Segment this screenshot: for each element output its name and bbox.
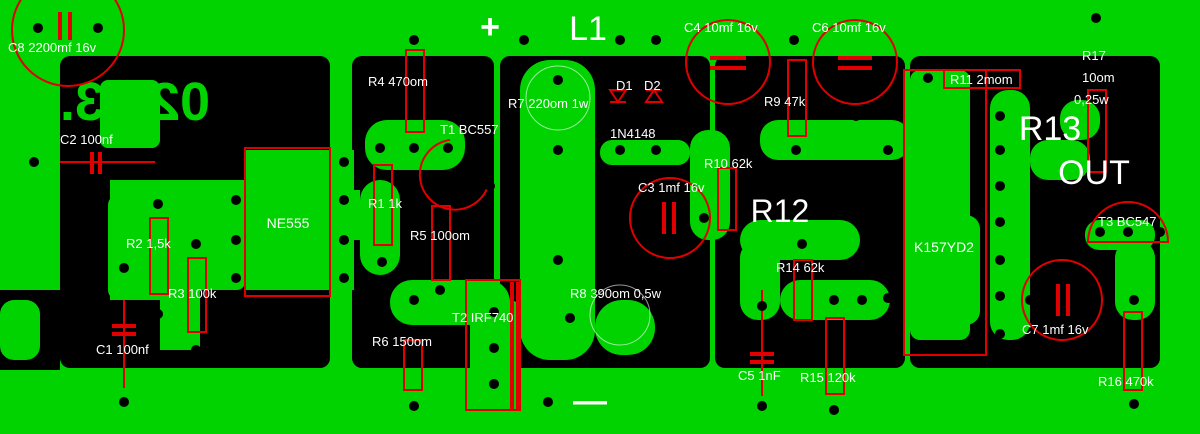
t1-outline	[418, 139, 489, 211]
r3-outline	[187, 257, 207, 333]
r2-outline	[149, 217, 169, 295]
date-mirrored: 02.03.14	[0, 72, 210, 132]
component-label-c1: C1 100nf	[96, 342, 149, 357]
component-label-r17c: 0,25w	[1074, 92, 1109, 107]
component-label-c6: C6 10mf 16v	[812, 20, 886, 35]
r10-outline	[717, 167, 737, 231]
r9-outline	[787, 59, 807, 137]
component-label-c8: C8 2200mf 16v	[8, 40, 97, 55]
component-label-r15: R15 120k	[800, 370, 856, 385]
component-outlines	[11, 0, 1170, 411]
r11-outline	[943, 69, 1021, 89]
component-label-r10: R10 62k	[704, 156, 753, 171]
minus-sign: —	[573, 382, 607, 420]
component-label-r6: R6 150om	[372, 334, 432, 349]
component-label-c3: C3 1mf 16v	[638, 180, 705, 195]
label-r13: R13	[1019, 110, 1081, 148]
t3-outline	[1086, 201, 1170, 243]
component-label-d2: D2	[644, 78, 661, 93]
component-label-c7: C7 1mf 16v	[1022, 322, 1089, 337]
label-r12: R12	[751, 193, 810, 229]
r15-outline	[825, 317, 845, 395]
r14-outline	[793, 259, 813, 321]
label-l1: L1	[569, 10, 607, 48]
component-label-r7: R7 220om 1w	[508, 96, 589, 111]
r4-outline	[405, 49, 425, 133]
d2-outline	[644, 88, 664, 103]
plus-sign: +	[480, 8, 500, 46]
component-label-r1: R1 1k	[368, 196, 402, 211]
r1-outline	[373, 164, 393, 246]
component-label-r14: R14 62k	[776, 260, 825, 275]
component-label-t1: T1 BC557	[440, 122, 499, 137]
component-label-r17b: 10om	[1082, 70, 1115, 85]
component-label-r16: R16 470k	[1098, 374, 1154, 389]
c4-outline	[685, 19, 771, 105]
ne555-outline	[244, 147, 331, 297]
component-label-ne555: NE555	[267, 215, 310, 231]
component-label-r2: R2 1,5k	[126, 236, 171, 251]
component-label-r11: R11 2mom	[950, 72, 1013, 87]
component-label-r17a: R17	[1082, 48, 1106, 63]
component-label-d1: D1	[616, 78, 633, 93]
d1-outline	[608, 89, 628, 104]
c6-outline	[812, 19, 898, 105]
component-label-c2: C2 100nf	[60, 132, 113, 147]
r6-outline	[403, 339, 423, 391]
capacitor-plates	[58, 12, 1070, 410]
component-label-c5: C5 1nF	[738, 368, 781, 383]
c7-outline	[1021, 259, 1103, 341]
r17-outline	[1087, 89, 1107, 173]
component-labels: C8 2200mf 16v C2 100nf R2 1,5k R3 100k C1 10…	[8, 20, 1157, 389]
c3-outline	[629, 177, 711, 259]
component-label-c4: C4 10mf 16v	[684, 20, 758, 35]
component-label-t2: T2 IRF740	[452, 310, 513, 325]
silk-circles	[525, 65, 651, 346]
r16-outline	[1123, 311, 1143, 391]
component-label-t3: T3 BC547	[1098, 214, 1157, 229]
component-label-r9: R9 47k	[764, 94, 806, 109]
component-label-r5: R5 100om	[410, 228, 470, 243]
c8-outline	[11, 0, 125, 87]
component-label-1n4148: 1N4148	[610, 126, 656, 141]
label-out: OUT	[1058, 154, 1130, 192]
component-label-r8: R8 390om 0,5w	[570, 286, 662, 301]
component-label-k157yd2: K157YD2	[914, 239, 974, 255]
component-label-r3: R3 100k	[168, 286, 217, 301]
pads	[29, 13, 1165, 415]
component-label-r4: R4 470om	[368, 74, 428, 89]
